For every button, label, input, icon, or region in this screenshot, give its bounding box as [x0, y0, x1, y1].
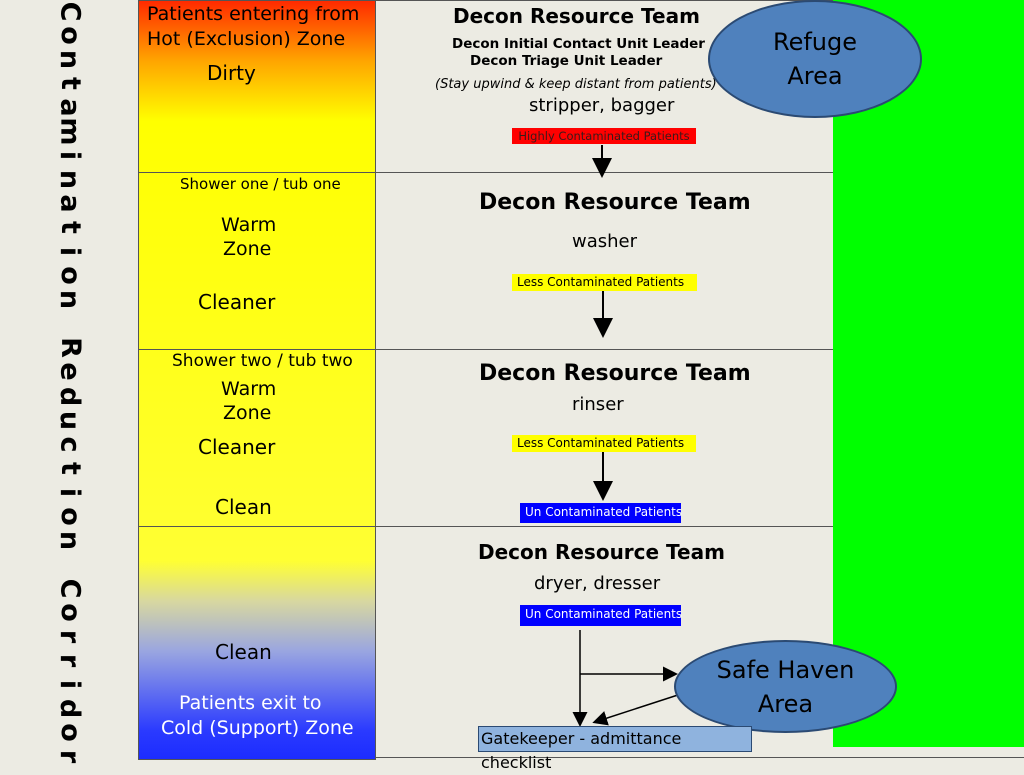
refuge-area: Refuge Area: [708, 0, 922, 118]
hot-zone-line2: Hot (Exclusion) Zone: [147, 28, 346, 50]
shower-one-status: Cleaner: [198, 290, 276, 314]
safe-haven-line2: Area: [757, 689, 814, 718]
team1-role1: Decon Initial Contact Unit Leader: [452, 36, 705, 52]
team2-duty: washer: [572, 231, 638, 252]
row-divider: [376, 0, 833, 1]
shower-one-zone-l1: Warm: [221, 214, 277, 236]
refuge-area-line2: Area: [787, 62, 843, 90]
team1-note: (Stay upwind & keep distant from patient…: [435, 77, 717, 92]
row-divider: [138, 172, 833, 173]
badge-less-contaminated-1: Less Contaminated Patients: [512, 274, 697, 291]
team2-title: Decon Resource Team: [479, 190, 751, 215]
hot-zone-status: Dirty: [207, 61, 256, 85]
team4-title: Decon Resource Team: [478, 540, 725, 564]
cold-zone-status: Clean: [215, 640, 272, 664]
safe-haven-line1: Safe Haven: [716, 655, 855, 684]
arrow-from-safe-haven: [592, 692, 685, 726]
shower-two-status-2: Clean: [215, 495, 272, 519]
badge-highly-contaminated: Highly Contaminated Patients: [512, 128, 696, 144]
team3-title: Decon Resource Team: [479, 361, 751, 386]
team1-title: Decon Resource Team: [453, 4, 700, 28]
gatekeeper-box: Gatekeeper - admittance checklist: [478, 726, 752, 772]
cold-zone-line1: Patients exit to: [179, 692, 322, 714]
shower-two-status: Cleaner: [198, 435, 276, 459]
shower-two-title: Shower two / tub two: [172, 351, 353, 371]
safe-haven-area: Safe Haven Area: [674, 640, 897, 733]
row-divider: [138, 349, 833, 350]
zone-column: [138, 0, 376, 760]
badge-less-contaminated-2: Less Contaminated Patients: [512, 435, 696, 452]
shower-two-zone-l2: Zone: [223, 402, 272, 424]
team1-role2: Decon Triage Unit Leader: [470, 53, 663, 69]
hot-zone-line1: Patients entering from: [147, 3, 360, 25]
refuge-area-line1: Refuge: [772, 28, 858, 56]
shower-two-zone-l1: Warm: [221, 378, 277, 400]
row-divider: [376, 757, 1024, 758]
team4-duty: dryer, dresser: [534, 573, 661, 594]
team1-duty: stripper, bagger: [529, 95, 675, 116]
badge-uncontaminated-1: Un Contaminated Patients: [520, 503, 682, 523]
shower-one-title: Shower one / tub one: [180, 175, 341, 193]
cold-zone-line2: Cold (Support) Zone: [161, 717, 354, 739]
shower-one-zone-l2: Zone: [223, 238, 272, 260]
badge-uncontaminated-2: Un Contaminated Patients: [520, 605, 682, 626]
row-divider: [138, 526, 833, 527]
green-panel: [833, 0, 1024, 747]
team3-duty: rinser: [572, 394, 624, 415]
